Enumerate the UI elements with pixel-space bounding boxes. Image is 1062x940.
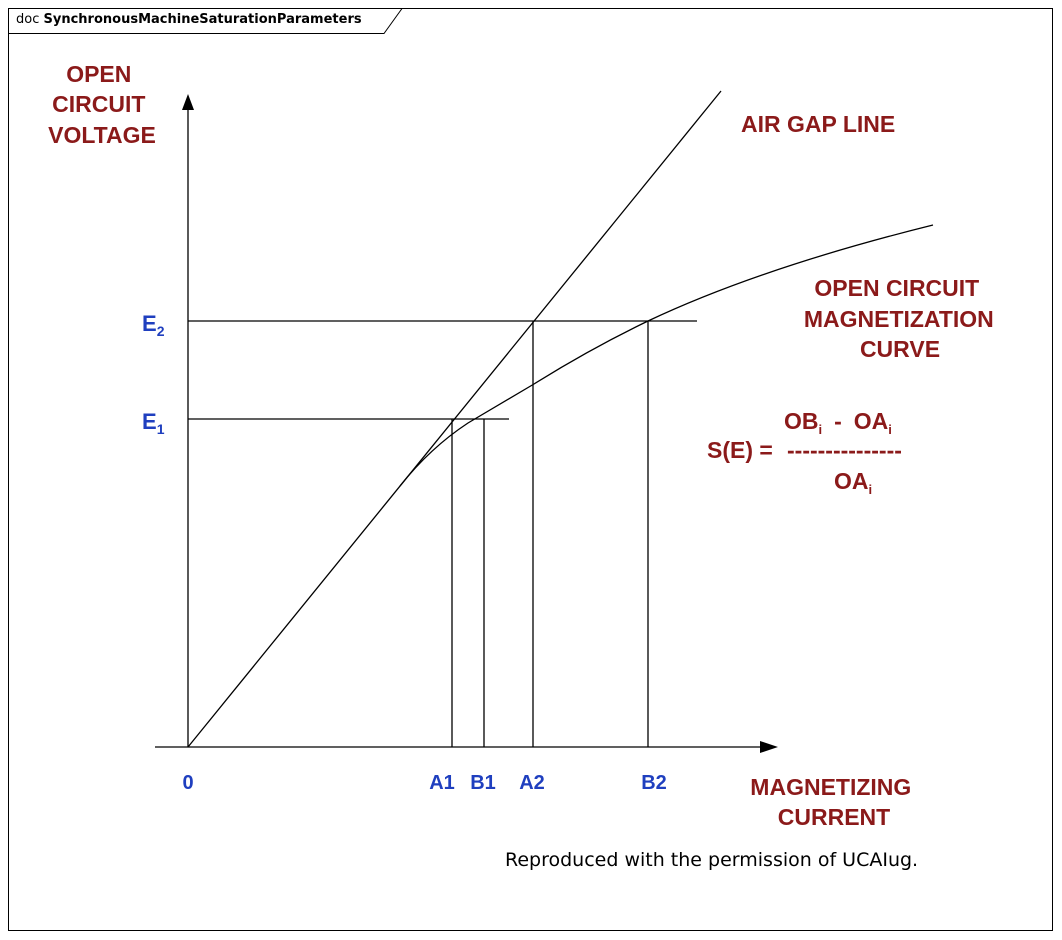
y-axis-label-line-2: CIRCUIT: [52, 91, 145, 117]
tick-label-e1: E1: [142, 409, 165, 437]
formula-lhs: S(E) =: [707, 437, 773, 463]
tick-label-a1: A1: [429, 772, 455, 794]
formula-den-sub: i: [869, 482, 873, 497]
open-circuit-magnetization-curve: [399, 224, 934, 487]
tick-e2-base: E: [142, 311, 157, 336]
formula-num-left: OB: [784, 408, 819, 434]
frame-name: SynchronousMachineSaturationParameters: [43, 12, 362, 27]
air-gap-line-label: AIR GAP LINE: [741, 111, 895, 137]
formula-num-op: -: [834, 408, 842, 434]
occ-label: OPEN CIRCUIT MAGNETIZATION CURVE: [804, 275, 1000, 362]
frame-title: doc SynchronousMachineSaturationParamete…: [16, 12, 362, 27]
tick-e2-sub: 2: [157, 323, 165, 339]
occ-label-line-3: CURVE: [860, 336, 940, 362]
y-axis-arrowhead: [182, 94, 194, 110]
frame-kind: doc: [16, 12, 40, 27]
x-axis-label-line-1: MAGNETIZING: [750, 774, 911, 800]
x-axis-label: MAGNETIZING CURRENT: [750, 774, 917, 830]
tick-label-b1: B1: [470, 772, 496, 794]
occ-label-line-2: MAGNETIZATION: [804, 306, 994, 332]
tick-e1-base: E: [142, 409, 157, 434]
occ-label-line-1: OPEN CIRCUIT: [814, 275, 979, 301]
formula-num-right: OA: [854, 408, 889, 434]
y-axis-label-line-3: VOLTAGE: [48, 122, 156, 148]
tick-label-origin: 0: [182, 772, 193, 794]
formula-fraction-bar: ---------------: [787, 437, 902, 463]
formula-numerator: OBi-OAi: [784, 408, 892, 437]
formula-num-right-sub: i: [888, 422, 892, 437]
formula-denominator: OAi: [834, 468, 872, 497]
tick-label-a2: A2: [519, 772, 545, 794]
saturation-formula: OBi-OAi S(E) = --------------- OAi: [707, 408, 902, 497]
y-axis-label-line-1: OPEN: [66, 61, 131, 87]
permission-caption: Reproduced with the permission of UCAIug…: [505, 849, 919, 871]
tick-label-b2: B2: [641, 772, 667, 794]
tick-label-e2: E2: [142, 311, 165, 339]
y-axis-label: OPEN CIRCUIT VOLTAGE: [48, 61, 156, 148]
x-axis-label-line-2: CURRENT: [778, 804, 890, 830]
formula-den: OA: [834, 468, 869, 494]
diagram-frame: [8, 8, 1053, 931]
frame-header-tab: doc SynchronousMachineSaturationParamete…: [8, 8, 403, 34]
tick-e1-sub: 1: [157, 421, 165, 437]
formula-num-left-sub: i: [819, 422, 823, 437]
x-axis-arrowhead: [760, 741, 778, 753]
